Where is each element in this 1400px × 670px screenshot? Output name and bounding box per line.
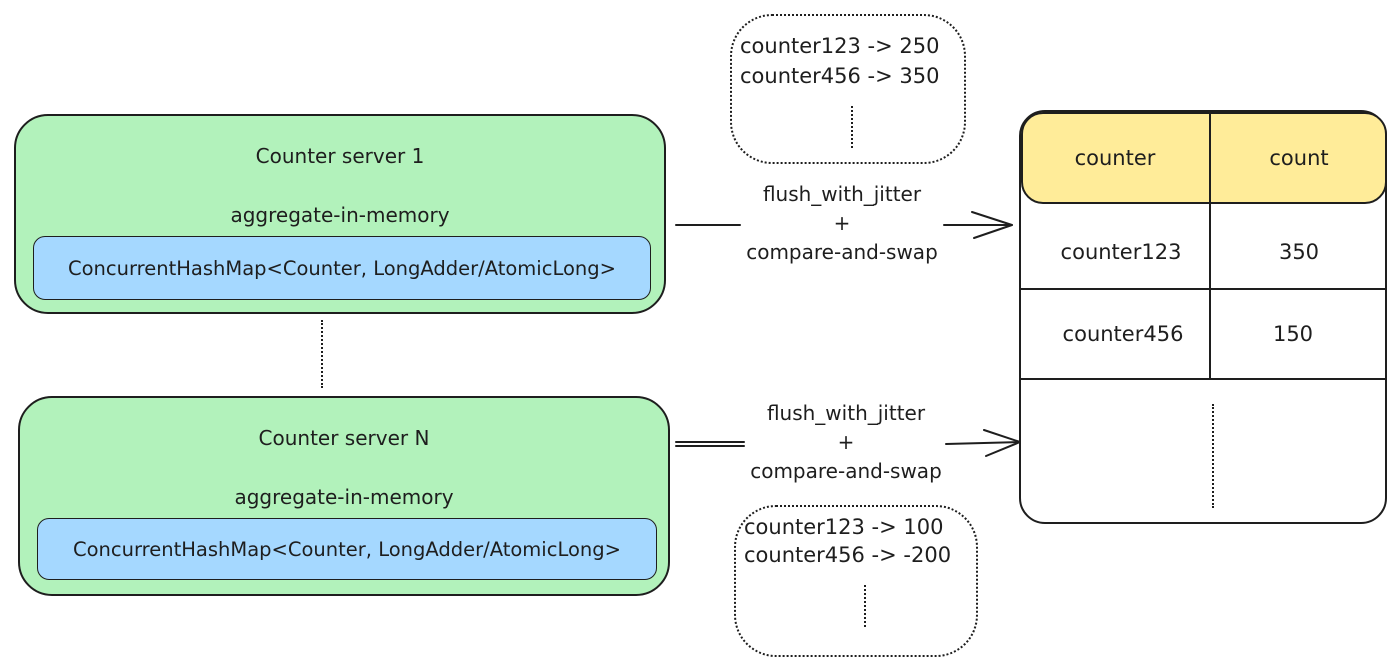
table-more-rows-dots: [1212, 404, 1214, 508]
buffer-cloud-2: counter123 -> 100 counter456 -> -200: [734, 505, 978, 657]
table-column-divider: [1209, 110, 1211, 378]
arrow-1-label: flush_with_jitter + compare-and-swap: [722, 180, 962, 267]
server-n-map-box: ConcurrentHashMap<Counter, LongAdder/Ato…: [37, 518, 657, 580]
buffer-2-line-1: counter123 -> 100: [744, 515, 944, 539]
buffer-2-line-2: counter456 -> -200: [744, 543, 952, 567]
table-row-1-count: 350: [1278, 240, 1320, 264]
buffer-cloud-1: counter123 -> 250 counter456 -> 350: [730, 14, 966, 164]
table-header-count: count: [1269, 146, 1329, 170]
arrow-1-label-line-2: +: [833, 211, 851, 235]
arrow-1-label-line-3: compare-and-swap: [746, 240, 938, 264]
server-1-map-label: ConcurrentHashMap<Counter, LongAdder/Ato…: [68, 256, 616, 280]
counter-table: counter count counter123 350 counter456 …: [1019, 110, 1387, 524]
table-row-divider-1: [1021, 288, 1385, 290]
arrow-1-label-line-1: flush_with_jitter: [762, 182, 922, 206]
table-row-divider-2: [1021, 378, 1385, 380]
table-row-2-counter: counter456: [1062, 322, 1184, 346]
counter-server-1: Counter server 1 aggregate-in-memory Con…: [14, 114, 666, 314]
arrow-2-label-line-3: compare-and-swap: [750, 459, 942, 483]
arrow-1-head: [971, 211, 1013, 239]
server-1-subtitle: aggregate-in-memory: [230, 203, 450, 227]
buffer-1-more-dots: [851, 106, 853, 148]
buffer-1-line-2: counter456 -> 350: [740, 64, 940, 88]
server-1-title: Counter server 1: [255, 144, 425, 168]
table-row-1-counter: counter123: [1060, 240, 1182, 264]
table-row-2-count: 150: [1272, 322, 1314, 346]
servers-connector-dots: [321, 320, 323, 388]
arrow-2-label-line-1: flush_with_jitter: [766, 401, 926, 425]
server-n-map-label: ConcurrentHashMap<Counter, LongAdder/Ato…: [73, 537, 621, 561]
table-header-counter: counter: [1074, 146, 1156, 170]
server-n-subtitle: aggregate-in-memory: [234, 485, 454, 509]
arrow-2-head: [983, 429, 1021, 457]
counter-server-n: Counter server N aggregate-in-memory Con…: [18, 396, 670, 596]
server-1-map-box: ConcurrentHashMap<Counter, LongAdder/Ato…: [33, 236, 651, 300]
server-n-title: Counter server N: [258, 426, 430, 450]
table-header-row: [1021, 112, 1387, 204]
arrow-2-label-line-2: +: [837, 430, 855, 454]
arrow-2-label: flush_with_jitter + compare-and-swap: [726, 399, 966, 486]
buffer-2-more-dots: [864, 585, 866, 627]
buffer-1-line-1: counter123 -> 250: [740, 34, 940, 58]
